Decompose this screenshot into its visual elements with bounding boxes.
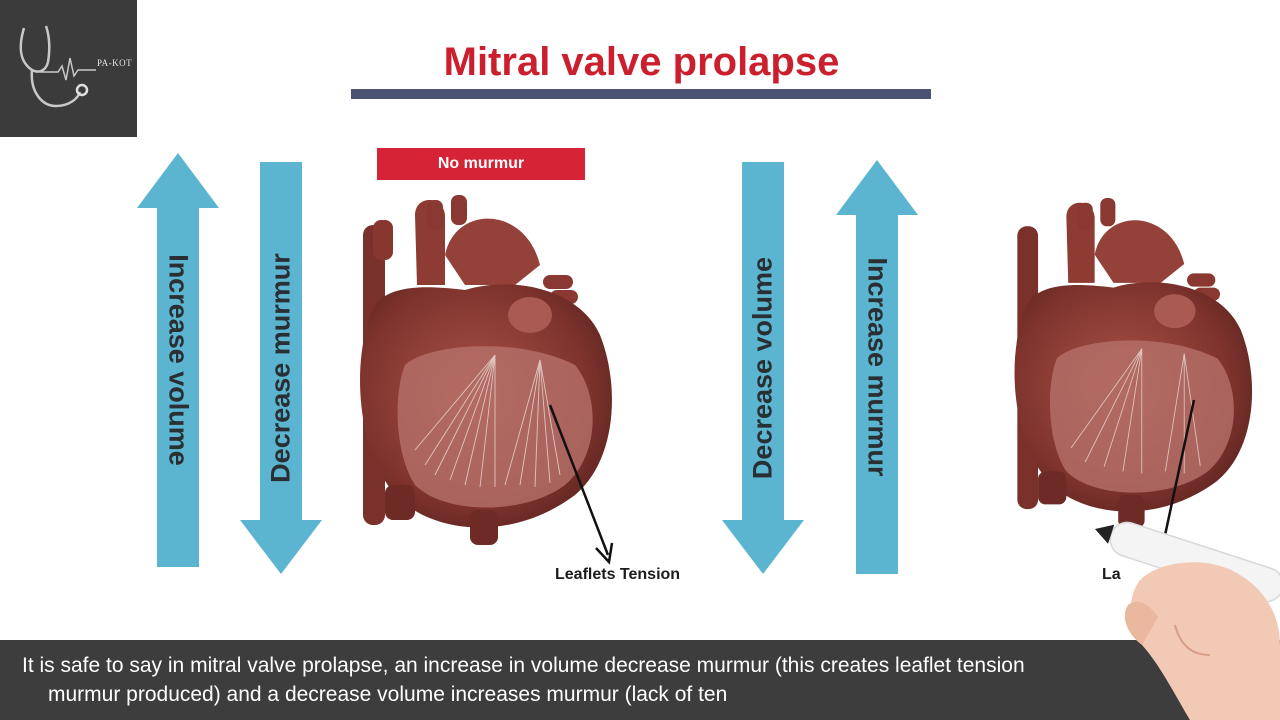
arrow-down-icon: [240, 162, 322, 574]
arrow-up-icon: [137, 153, 219, 567]
annotation-pointer-left: [548, 404, 614, 565]
leaflets-tension-label: Leaflets Tension: [555, 566, 681, 583]
decrease-murmur-label: Decrease murmur: [265, 253, 296, 483]
arrow-down-icon: [722, 162, 804, 574]
heart-illustration-right: [1000, 198, 1260, 528]
subtitle-line-1: It is safe to say in mitral valve prolap…: [22, 654, 1025, 677]
heart-icon: [1014, 198, 1253, 528]
annotation-pointer-right: [1162, 399, 1196, 541]
title-underline: [351, 89, 931, 99]
arrow-up-icon: [836, 160, 918, 574]
increase-murmur-arrow: Increase murmur: [836, 160, 918, 574]
decrease-murmur-arrow: Decrease murmur: [240, 162, 322, 574]
drawing-hand-icon: [1094, 521, 1280, 720]
heart-illustration-left: [345, 195, 620, 545]
decrease-volume-arrow: Decrease volume: [722, 162, 804, 574]
subtitle-line-2: murmur produced) and a decrease volume i…: [48, 683, 728, 706]
channel-logo: PA-KOT: [0, 0, 137, 137]
increase-murmur-label: Increase murmur: [862, 257, 893, 477]
increase-volume-label: Increase volume: [163, 254, 194, 466]
stethoscope-icon: [19, 25, 96, 108]
right-annotation-partial-label: La: [1102, 566, 1121, 583]
decrease-volume-label: Decrease volume: [747, 256, 778, 480]
logo-text: PA-KOT: [97, 58, 133, 68]
page-title: Mitral valve prolapse: [443, 40, 840, 84]
increase-volume-arrow: Increase volume: [137, 153, 219, 567]
no-murmur-badge: No murmur: [377, 148, 585, 180]
subtitle-bar: It is safe to say in mitral valve prolap…: [0, 640, 1280, 720]
heart-icon: [360, 195, 612, 545]
